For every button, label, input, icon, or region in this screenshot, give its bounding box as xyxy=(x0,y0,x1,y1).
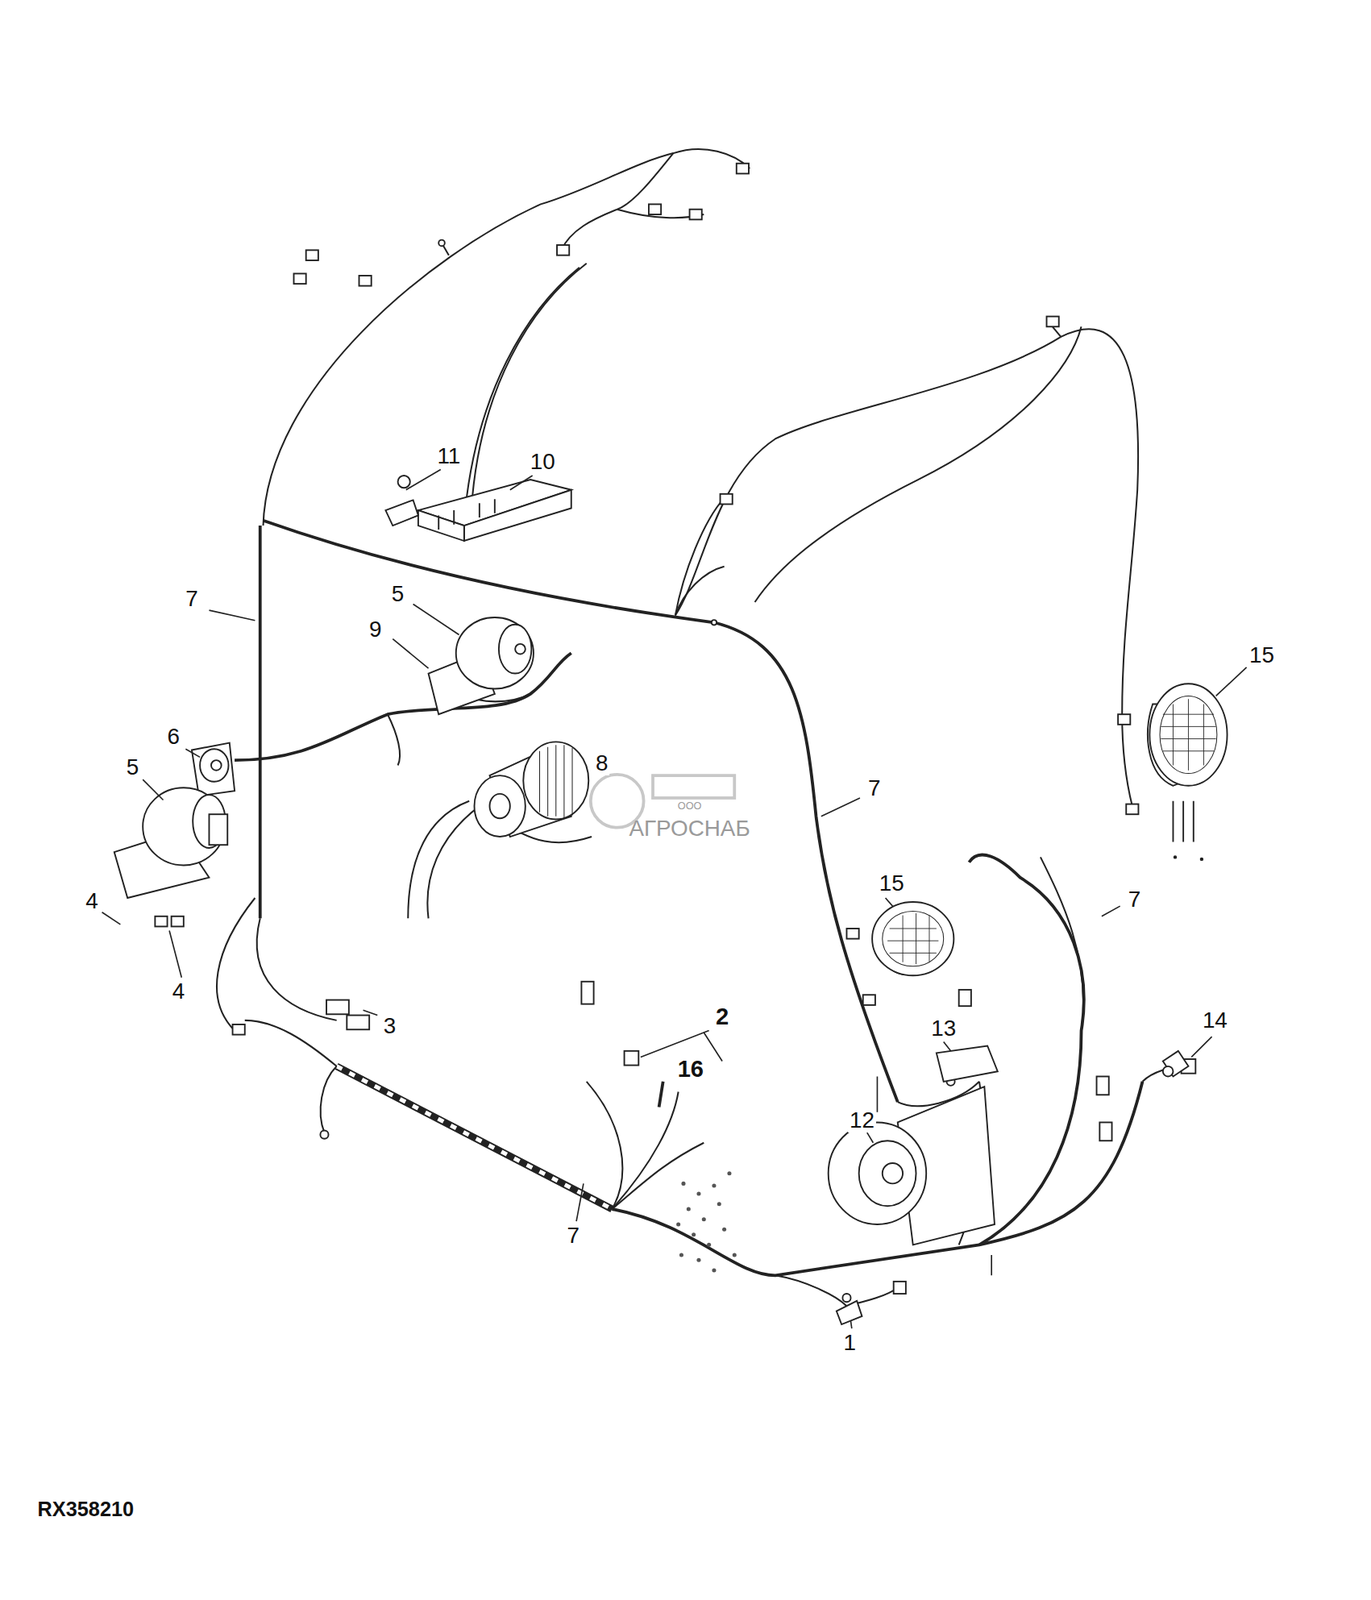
callout-number: 3 xyxy=(382,1013,398,1039)
callout-number: 6 xyxy=(165,724,181,749)
watermark: ООО xyxy=(676,800,704,813)
callout-number: 9 xyxy=(367,617,383,642)
callout-number: 2 xyxy=(714,1004,731,1030)
callout-number: 7 xyxy=(183,586,200,611)
callout-number: 11 xyxy=(435,444,462,469)
callout-number: 15 xyxy=(1247,643,1276,668)
watermark: АГРОСНАБ xyxy=(627,816,752,841)
callout-number: 4 xyxy=(170,979,187,1004)
callout-number: 7 xyxy=(565,1223,582,1248)
callout-number: 7 xyxy=(1126,887,1143,912)
callout-number: 16 xyxy=(676,1056,706,1082)
callout-number: 4 xyxy=(83,889,100,914)
callout-number: 5 xyxy=(390,581,406,607)
callout-number: 13 xyxy=(929,1016,958,1041)
callout-number: 15 xyxy=(877,871,906,896)
figure-code: RX358210 xyxy=(36,1498,137,1521)
callout-number: 1 xyxy=(842,1330,858,1355)
callout-number: 10 xyxy=(528,449,557,474)
callout-number: 8 xyxy=(594,751,610,776)
callout-number: 5 xyxy=(124,755,141,780)
callout-number: 7 xyxy=(866,776,882,801)
callout-number: 12 xyxy=(847,1108,877,1133)
callout-number: 14 xyxy=(1200,1008,1230,1033)
